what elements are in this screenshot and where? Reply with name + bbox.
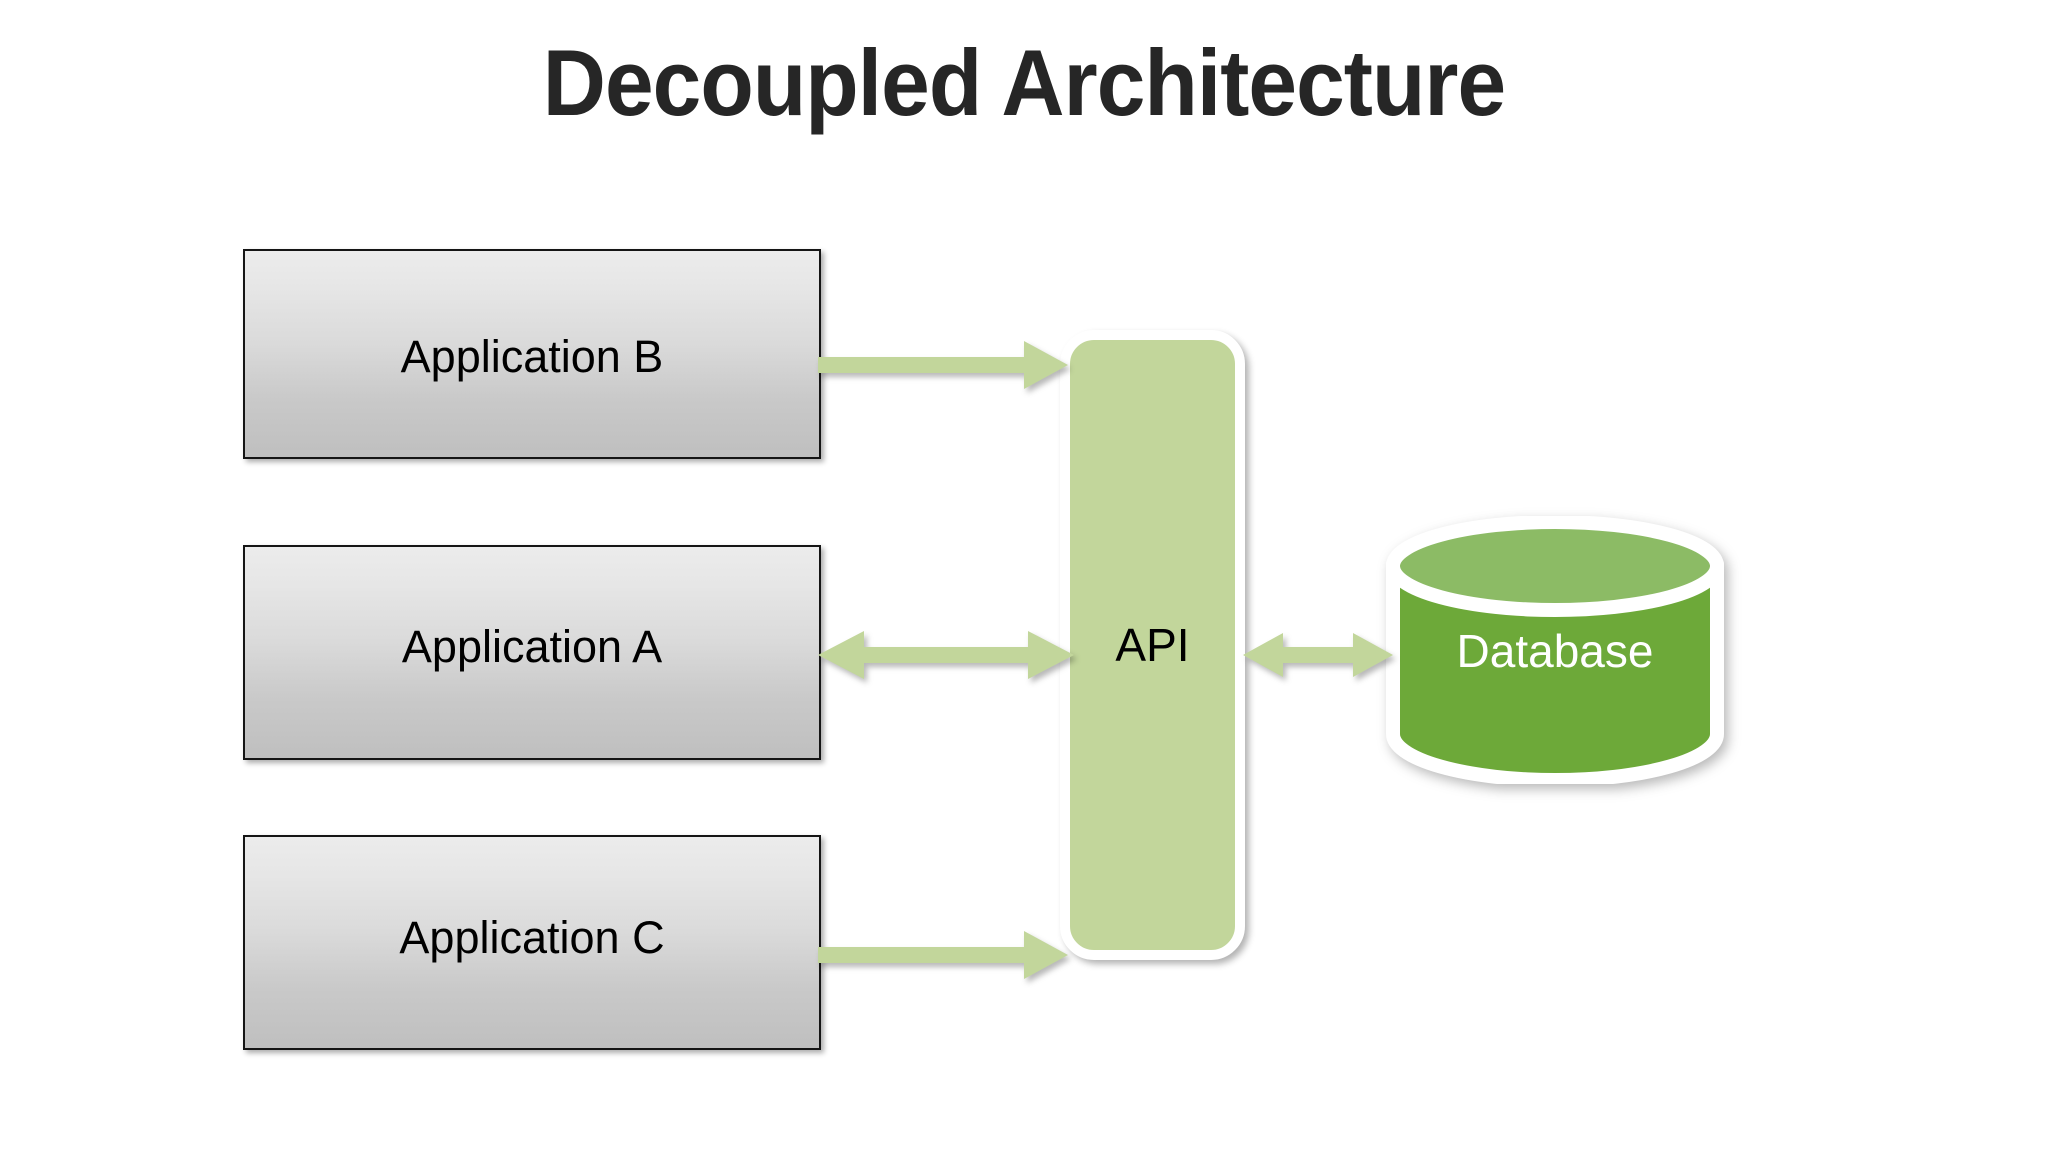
node-application-c-label: Application C (399, 912, 665, 963)
arrow-right-icon (818, 931, 1068, 979)
node-api-label: API (1115, 619, 1190, 671)
connector-application-a-to-api[interactable] (818, 620, 1074, 690)
arrow-double-icon (818, 631, 1074, 679)
arrow-double-icon (1243, 633, 1393, 677)
connector-application-b-to-api[interactable] (818, 330, 1074, 400)
connector-api-to-database[interactable] (1243, 620, 1393, 690)
node-database[interactable]: Database (1385, 516, 1725, 784)
node-application-a-label: Application A (401, 621, 663, 672)
connector-application-c-to-api[interactable] (818, 920, 1074, 990)
cylinder-icon (1386, 516, 1724, 784)
node-application-c[interactable]: Application C (243, 835, 821, 1050)
arrow-right-icon (818, 341, 1068, 389)
node-api[interactable]: API (1060, 330, 1245, 960)
page-title: Decoupled Architecture (542, 30, 1506, 135)
node-application-a[interactable]: Application A (243, 545, 821, 760)
node-application-b-label: Application B (400, 330, 664, 382)
node-application-b[interactable]: Application B (243, 249, 821, 459)
